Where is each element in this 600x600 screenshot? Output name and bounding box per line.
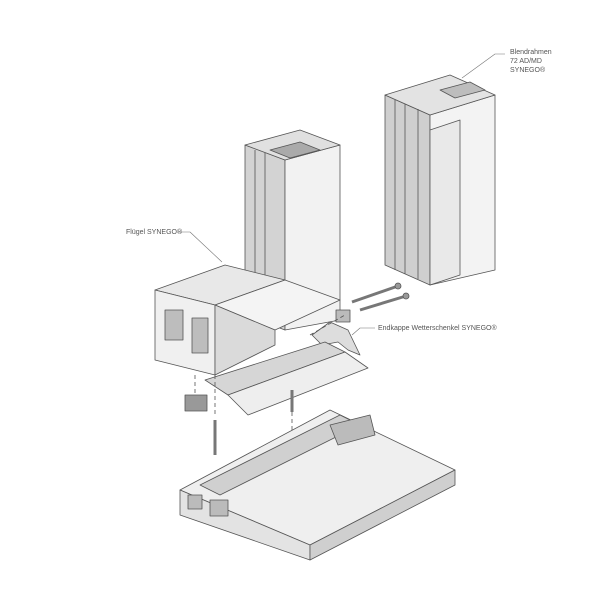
leader-lines [178,53,505,336]
label-blendrahmen-line1: Blendrahmen [510,49,552,56]
label-blendrahmen: Blendrahmen 72 AD/MD SYNEGO® [510,48,552,75]
bottom-sill-profile [179,409,456,561]
label-blendrahmen-line3: SYNEGO® [510,67,546,74]
assembly-lines [194,314,346,430]
fluegel-profile [154,129,341,376]
screws-top [351,282,410,312]
label-endkappe: Endkappe Wetterschenkel SYNEGO® [378,325,497,332]
blendrahmen-profile [384,74,496,286]
wetterschenkel-plate [184,341,369,455]
label-blendrahmen-line2: 72 AD/MD [510,58,542,65]
label-fluegel: Flügel SYNEGO® [126,229,183,236]
